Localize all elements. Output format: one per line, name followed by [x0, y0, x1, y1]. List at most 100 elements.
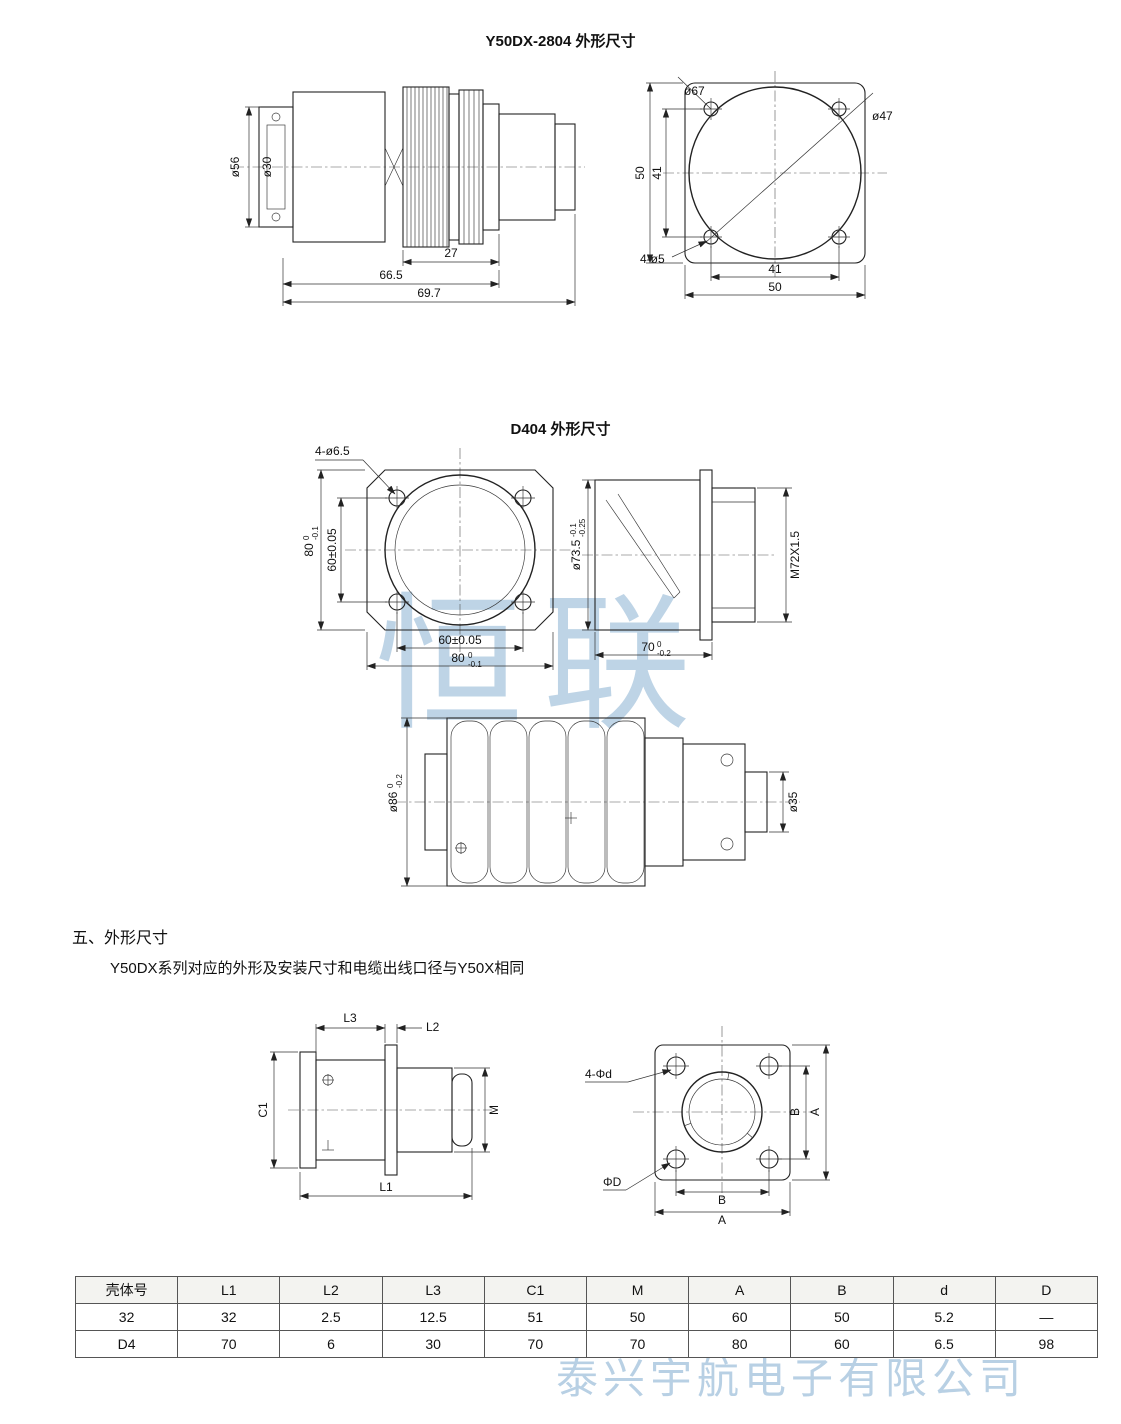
section-body-text: Y50DX系列对应的外形及安装尺寸和电缆出线口径与Y50X相同 — [110, 960, 525, 977]
table-cell: 70 — [177, 1330, 281, 1358]
svg-text:-0.2: -0.2 — [657, 649, 671, 658]
dim-label-thread: M72X1.5 — [788, 531, 802, 579]
dim-label-d86: ø86 0 -0.2 — [386, 774, 404, 813]
dim-label-c1: C1 — [256, 1102, 270, 1118]
outline-side-geometry — [288, 1044, 492, 1176]
dim-label-left-41: 41 — [650, 166, 664, 180]
table-cell: 98 — [994, 1330, 1099, 1358]
figure-title-d404: D404 外形尺寸 — [510, 421, 611, 438]
drawing-d404-side-view: ø73.5 -0.1 -0.25 M72X1.5 70 0 -0.2 — [569, 469, 802, 660]
dimensions: 4-Φd ΦD B A B A — [585, 1044, 830, 1227]
connector-side-geometry — [233, 86, 585, 248]
dim-label-left-50: 50 — [633, 166, 647, 180]
table-cell: 70 — [585, 1330, 690, 1358]
table-cell: 32 — [177, 1303, 281, 1331]
table-cell: 30 — [381, 1330, 485, 1358]
table-header-row: 壳体号 L1 L2 L3 C1 M A B d D — [74, 1276, 1099, 1304]
table-header-cell: A — [688, 1276, 792, 1304]
table-cell: 12.5 — [381, 1303, 485, 1331]
dim-label-d67: ø67 — [684, 84, 705, 98]
table-cell: 50 — [790, 1303, 894, 1331]
dim-label-bottom-80: 80 0 -0.1 — [451, 651, 482, 669]
dim-label-left-80: 80 0 -0.1 — [302, 526, 320, 557]
dim-label-bottom-60: 60±0.05 — [438, 633, 482, 647]
table-cell: 80 — [688, 1330, 792, 1358]
dim-label-l3: L3 — [343, 1011, 357, 1025]
svg-text:-0.25: -0.25 — [578, 518, 587, 537]
d404-receptacle-geometry — [582, 469, 775, 641]
dim-label-l1: L1 — [379, 1180, 393, 1194]
table-header-cell: B — [790, 1276, 894, 1304]
table-header-cell: M — [585, 1276, 690, 1304]
dim-label-b-right: B — [788, 1108, 802, 1116]
dim-label-holes: 4-ø6.5 — [315, 444, 350, 458]
dim-label-flange-d: ΦD — [603, 1175, 622, 1189]
svg-text:-0.2: -0.2 — [395, 774, 404, 788]
dim-label-m: M — [487, 1105, 501, 1115]
dim-label-d73-5: ø73.5 -0.1 -0.25 — [569, 518, 587, 570]
outline-front-geometry — [633, 1026, 812, 1200]
dim-label-holes: 4-ø5 — [640, 252, 665, 266]
d404-plug-geometry — [395, 717, 800, 887]
table-header-cell: L1 — [177, 1276, 281, 1304]
svg-text:0: 0 — [468, 651, 473, 660]
dim-label-d35: ø35 — [786, 791, 800, 812]
svg-text:0: 0 — [657, 640, 662, 649]
watermark-footer: 泰兴宇航电子有限公司 — [556, 1355, 1027, 1402]
dim-label-left-60: 60±0.05 — [325, 528, 339, 572]
section-heading: 五、外形尺寸 — [72, 930, 169, 947]
dim-label-bottom-50: 50 — [768, 280, 782, 294]
d404-flange-geometry — [345, 448, 575, 652]
dim-label-70: 70 0 -0.2 — [641, 640, 671, 658]
figure-title-y50dx: Y50DX-2804 外形尺寸 — [485, 33, 636, 50]
table-header-cell: C1 — [483, 1276, 587, 1304]
dimensions: ø73.5 -0.1 -0.25 M72X1.5 70 0 -0.2 — [569, 479, 802, 660]
table-cell: D4 — [74, 1330, 179, 1358]
table-row: 32 32 2.5 12.5 51 50 60 50 5.2 — — [74, 1303, 1099, 1331]
drawing-y50dx-front-view: ø67 ø47 50 41 41 50 4-ø5 — [633, 71, 893, 299]
table-header-cell: L2 — [279, 1276, 383, 1304]
table-cell: 70 — [483, 1330, 587, 1358]
dimensions: ø56 ø30 27 66.5 69.7 — [228, 106, 576, 306]
dim-label-d47: ø47 — [872, 109, 893, 123]
svg-text:70: 70 — [641, 640, 655, 654]
svg-text:-0.1: -0.1 — [569, 523, 578, 537]
table-cell: 50 — [585, 1303, 690, 1331]
table-cell: 51 — [483, 1303, 587, 1331]
dimensions: ø67 ø47 50 41 41 50 4-ø5 — [633, 82, 893, 299]
svg-text:-0.1: -0.1 — [468, 660, 482, 669]
svg-text:-0.1: -0.1 — [311, 526, 320, 540]
drawing-y50dx-side-view: ø56 ø30 27 66.5 69.7 — [228, 86, 585, 306]
dim-label-66-5: 66.5 — [379, 268, 403, 282]
dim-label-d30: ø30 — [260, 156, 274, 177]
table-header-cell: d — [892, 1276, 996, 1304]
drawing-outline-side-view: L3 L2 C1 M L1 — [256, 1011, 501, 1200]
table-header-cell: 壳体号 — [74, 1276, 179, 1304]
dimension-table: 壳体号 L1 L2 L3 C1 M A B d D 32 32 2.5 12.5… — [74, 1276, 1099, 1358]
table-cell: 60 — [688, 1303, 792, 1331]
table-cell: 2.5 — [279, 1303, 383, 1331]
table-cell: 6 — [279, 1330, 383, 1358]
dim-label-a-right: A — [808, 1108, 822, 1116]
dim-label-l2: L2 — [426, 1020, 440, 1034]
svg-text:80: 80 — [302, 543, 316, 557]
dimensions: L3 L2 C1 M L1 — [256, 1011, 501, 1200]
dim-label-bottom-41: 41 — [768, 262, 782, 276]
dim-label-b-bottom: B — [718, 1193, 726, 1207]
svg-text:ø73.5: ø73.5 — [569, 539, 583, 570]
table-header-cell: L3 — [381, 1276, 485, 1304]
drawing-outline-front-view: 4-Φd ΦD B A B A — [585, 1026, 830, 1227]
dim-label-27: 27 — [444, 246, 458, 260]
table-cell: 60 — [790, 1330, 894, 1358]
drawing-d404-plug-view: ø86 0 -0.2 ø35 — [386, 717, 800, 887]
flange-front-geometry — [663, 71, 887, 277]
dim-label-d56: ø56 — [228, 156, 242, 177]
svg-text:0: 0 — [302, 535, 311, 540]
dimensions: 4-ø6.5 80 0 -0.1 60±0.05 60±0.05 80 0 -0… — [302, 444, 554, 670]
table-header-cell: D — [994, 1276, 1099, 1304]
table-row: D4 70 6 30 70 70 80 60 6.5 98 — [74, 1330, 1099, 1358]
dimensions: ø86 0 -0.2 ø35 — [386, 717, 800, 887]
table-cell: 32 — [74, 1303, 179, 1331]
svg-text:ø86: ø86 — [386, 791, 400, 812]
dim-label-69-7: 69.7 — [417, 286, 441, 300]
